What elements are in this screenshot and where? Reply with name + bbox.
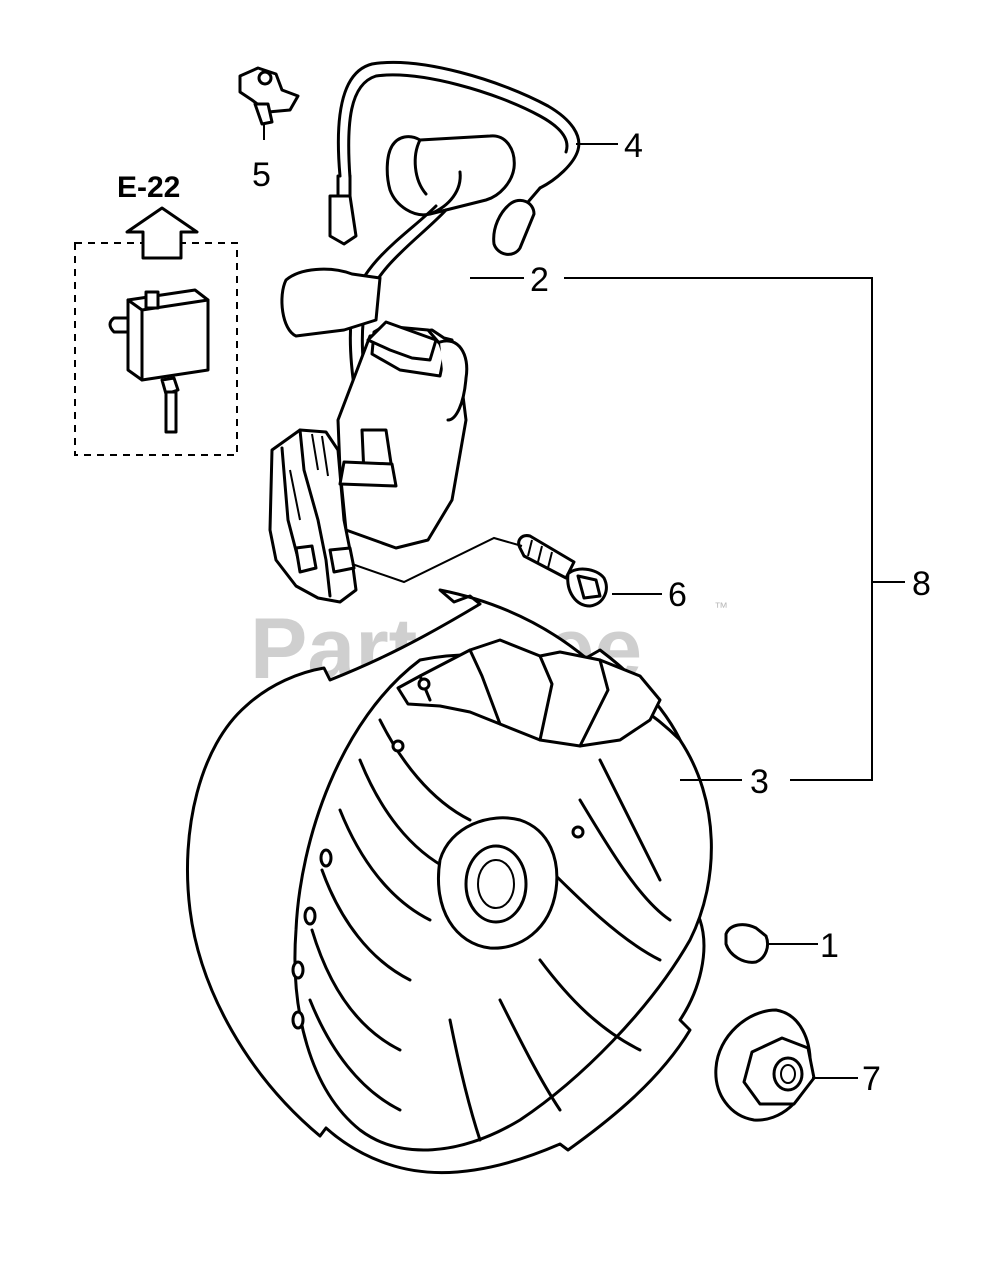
reference-label: E-22 bbox=[117, 171, 180, 204]
part-4-plug-cap-lead[interactable] bbox=[328, 60, 581, 436]
reference-ignition-module[interactable]: E-22 bbox=[74, 171, 238, 456]
watermark-trademark: ™ bbox=[714, 599, 728, 615]
callout-2[interactable]: 2 bbox=[530, 261, 549, 299]
part-6-bolt[interactable] bbox=[351, 534, 608, 608]
part-7-nut[interactable] bbox=[714, 1008, 816, 1122]
part-3-flywheel[interactable] bbox=[186, 588, 713, 1175]
bracket-8 bbox=[564, 277, 873, 781]
bolt-shank bbox=[517, 534, 576, 580]
reference-module-body bbox=[126, 288, 210, 382]
part-5-clip[interactable] bbox=[238, 66, 300, 126]
flywheel-bore bbox=[464, 844, 528, 924]
spark-plug-cap bbox=[385, 134, 516, 217]
callout-5[interactable]: 5 bbox=[252, 156, 271, 194]
callout-6[interactable]: 6 bbox=[668, 576, 687, 614]
terminal-left bbox=[328, 194, 358, 246]
callout-8[interactable]: 8 bbox=[912, 565, 931, 603]
terminal-right bbox=[492, 198, 536, 256]
callout-7[interactable]: 7 bbox=[862, 1060, 881, 1098]
part-1-key[interactable] bbox=[724, 923, 770, 964]
callout-3[interactable]: 3 bbox=[750, 763, 769, 801]
reference-arrow-icon bbox=[125, 206, 199, 260]
callout-1[interactable]: 1 bbox=[820, 927, 839, 965]
reference-module-stud bbox=[164, 390, 178, 434]
part-2-ignition-coil[interactable] bbox=[268, 267, 469, 604]
callout-4[interactable]: 4 bbox=[624, 127, 643, 165]
leader-lines bbox=[263, 124, 905, 1079]
